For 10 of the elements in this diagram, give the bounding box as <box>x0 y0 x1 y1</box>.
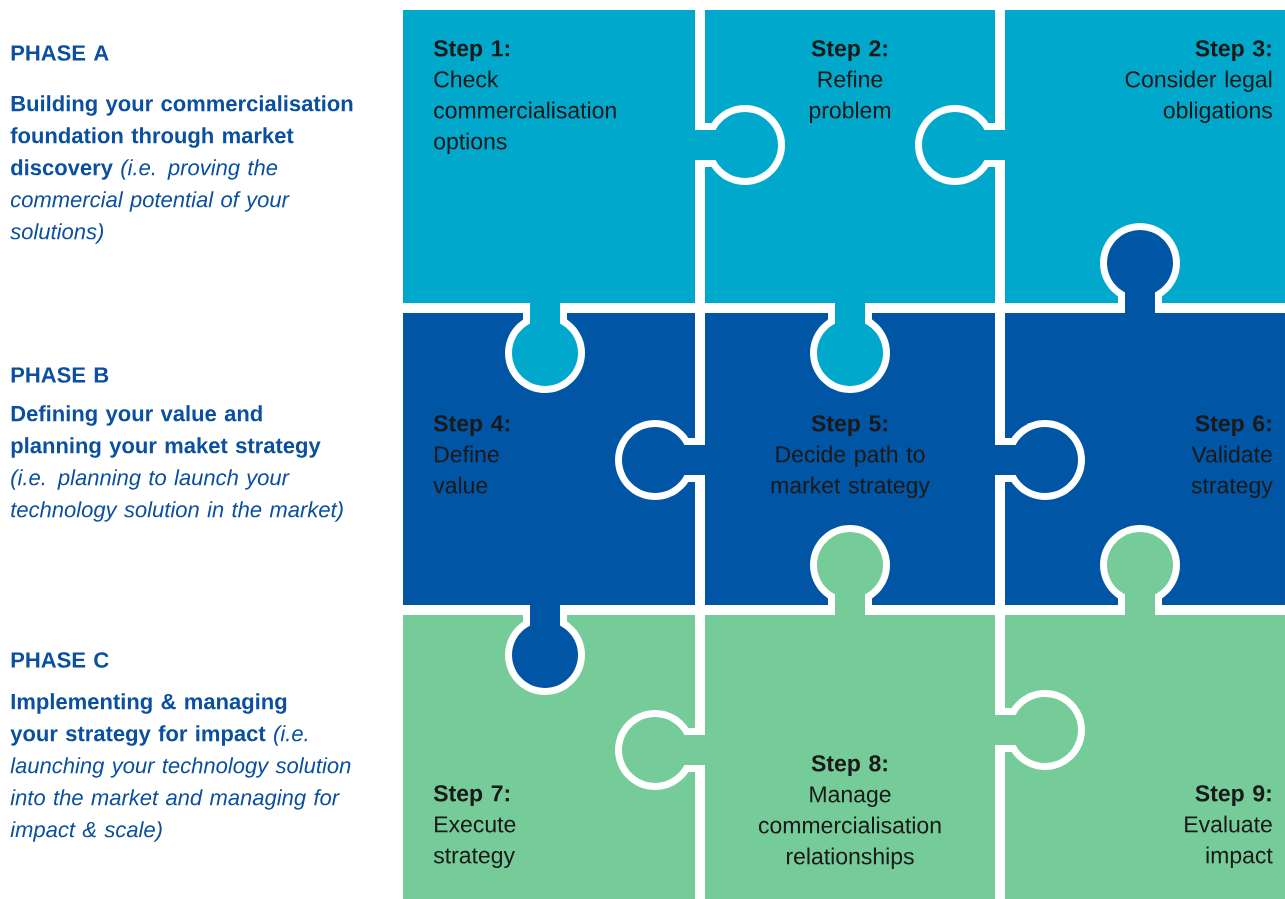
puzzle-piece: Step 8: Manage commercialisation relationships <box>705 615 995 899</box>
phase-heading: PHASE B <box>11 367 109 383</box>
puzzle-piece: Step 1: Check commercialisation options <box>403 10 695 303</box>
phase-description: Defining your value and planning your maket strategy (i.e. planning to launch your technology solution in the market) <box>11 405 343 522</box>
phase-heading: PHASE C <box>11 652 109 668</box>
phase-description: Building your commercialisation foundation through market discovery (i.e. proving the commercial potential of your solutions) <box>10 95 353 244</box>
phase-heading: PHASE A <box>11 45 109 61</box>
puzzle-piece: Step 9: Evaluate impact <box>1005 615 1285 899</box>
phase-description: Implementing & managing your strategy for impact (i.e. launching your technology solution into the market and managing for impact & scale) <box>10 693 351 842</box>
puzzle-piece: Step 3: Consider legal obligations <box>1005 10 1285 303</box>
